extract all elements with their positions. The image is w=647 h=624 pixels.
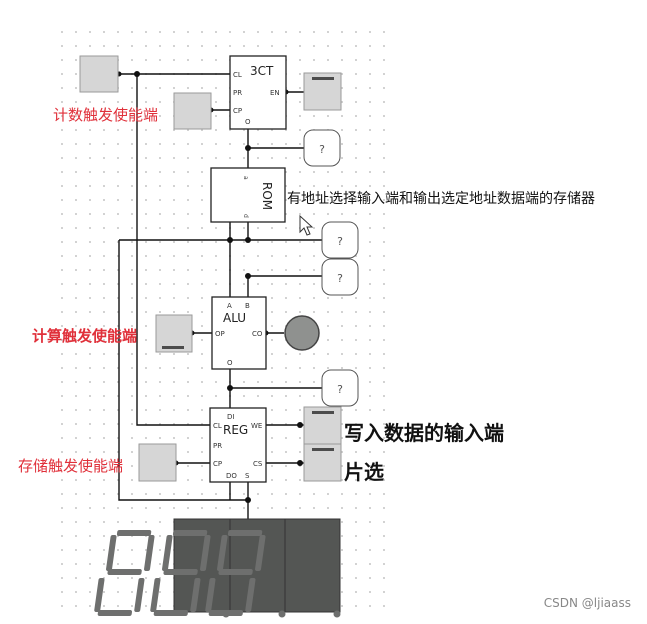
display-segment <box>107 569 142 575</box>
display-segment <box>190 578 201 612</box>
alu-body <box>211 296 267 370</box>
counter-pin-cl: CL <box>233 71 242 79</box>
rom-component: ROM a d <box>210 167 286 223</box>
display-segment <box>227 530 263 536</box>
display-segment <box>150 578 161 612</box>
junction-dot <box>227 385 233 391</box>
display-segment <box>162 535 173 571</box>
display-segment <box>208 610 244 616</box>
reg-title: REG <box>223 423 248 437</box>
counter-pin-cp: CP <box>233 107 242 115</box>
alu-pin-a: A <box>227 302 232 310</box>
display-segment <box>218 569 253 575</box>
junction-dot <box>227 237 233 243</box>
reg-pin-pr: PR <box>213 442 222 450</box>
input-indicator-bar <box>312 411 334 414</box>
display-segment <box>172 530 208 536</box>
display-segment <box>205 578 216 612</box>
display-segment <box>106 535 117 571</box>
reg-pin-di: DI <box>227 413 234 421</box>
probe-label: ? <box>337 272 343 285</box>
rom-pin-a: a <box>242 176 249 180</box>
junction-dot <box>297 422 303 428</box>
display-decimal-point <box>333 610 341 618</box>
reg-body <box>209 407 267 483</box>
junction-dot <box>245 237 251 243</box>
rom-body <box>210 167 286 223</box>
counter-clock-switch[interactable] <box>79 55 119 93</box>
annotation-chip-select: 片选 <box>344 460 384 484</box>
reg-pin-cl: CL <box>213 422 222 430</box>
annotation-calc-trigger: 计算触发使能端 <box>32 327 138 345</box>
display-segment <box>97 610 133 616</box>
reg-pin-do: DO <box>226 472 237 480</box>
wire-main-clock <box>136 74 210 426</box>
output-indicator-bar <box>312 77 334 80</box>
probe-label: ? <box>319 143 325 156</box>
display-segment <box>94 578 105 612</box>
junction-dot <box>245 273 251 279</box>
display-segment <box>116 530 152 536</box>
reg-component: REG DI CL WE PR CP CS DO S <box>209 407 267 483</box>
display-segment <box>153 610 189 616</box>
display-segment <box>245 578 256 612</box>
probe-alu-b <box>321 258 359 296</box>
reg-pin-cs: CS <box>253 460 263 468</box>
rom-title: ROM <box>260 182 274 210</box>
probe-alu-out <box>321 369 359 407</box>
reg-pin-s: S <box>245 472 250 480</box>
annotation-rom-desc: 有地址选择输入端和输出选定地址数据端的存储器 <box>287 191 595 207</box>
probe-rom-data <box>321 221 359 259</box>
alu-pin-op: OP <box>215 330 225 338</box>
junction-dot <box>245 145 251 151</box>
display-segment <box>144 535 155 571</box>
alu-pin-b: B <box>245 302 250 310</box>
alu-title: ALU <box>223 311 246 325</box>
alu-component: ALU A B OP CO O <box>211 296 267 370</box>
annotation-store-trigger: 存储触发使能端 <box>18 457 124 475</box>
seven-segment-display <box>94 518 341 618</box>
alu-pin-o: O <box>227 359 233 367</box>
reg-cp-switch[interactable] <box>138 443 177 482</box>
reg-pin-cp: CP <box>213 460 222 468</box>
switch-indicator <box>162 346 184 349</box>
junction-dot <box>245 497 251 503</box>
mouse-cursor-icon <box>299 214 314 236</box>
input-indicator-bar <box>312 448 334 451</box>
display-digits <box>94 530 341 618</box>
counter-component: 3CT CL PR CP EN O <box>229 55 287 130</box>
probe-label: ? <box>337 235 343 248</box>
display-segment <box>255 535 266 571</box>
probes: ? ? ? ? <box>303 129 359 407</box>
reg-pin-we: WE <box>251 422 262 430</box>
annotation-write-input: 写入数据的输入端 <box>344 421 504 445</box>
rom-pin-d: d <box>242 214 249 218</box>
annotation-count-trigger: 计数触发使能端 <box>53 106 159 124</box>
counter-title: 3CT <box>250 64 274 78</box>
alu-carry-led <box>284 315 320 351</box>
probe-label: ? <box>337 383 343 396</box>
counter-pin-o: O <box>245 118 251 126</box>
counter-body <box>229 55 287 130</box>
counter-pin-en: EN <box>270 89 280 97</box>
display-segment <box>134 578 145 612</box>
junction-dot <box>297 460 303 466</box>
display-segment <box>163 569 198 575</box>
junction-dot <box>134 71 140 77</box>
input-switches[interactable] <box>79 55 212 482</box>
display-segment <box>200 535 211 571</box>
alu-pin-co: CO <box>252 330 263 338</box>
display-decimal-point <box>278 610 286 618</box>
alu-op-switch[interactable] <box>155 314 193 353</box>
display-segment <box>217 535 228 571</box>
counter-cp-switch[interactable] <box>173 92 212 130</box>
watermark: CSDN @ljiaass <box>543 596 631 610</box>
wire-feedback-loop <box>118 240 248 501</box>
probe-address <box>303 129 341 167</box>
output-indicators <box>284 72 342 482</box>
counter-pin-pr: PR <box>233 89 242 97</box>
